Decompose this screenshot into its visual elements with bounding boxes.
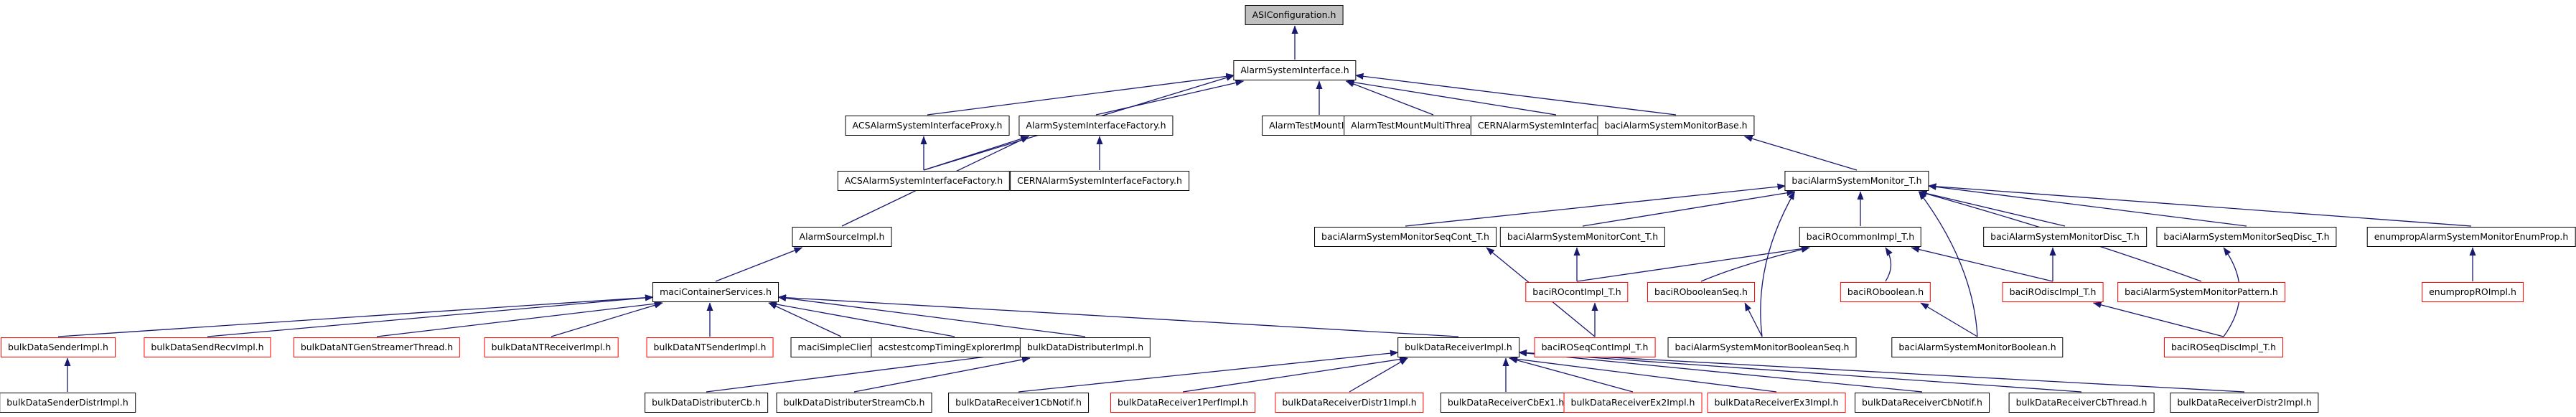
node-bacirocommonimpl-t-h[interactable]: baciROcommonImpl_T.h [1799, 227, 1922, 247]
node-bulkdatareceivercbthread-h[interactable]: bulkDataReceiverCbThread.h [2008, 393, 2155, 413]
node-bacialarmsystemmonitorbooleanseq-h[interactable]: baciAlarmSystemMonitorBooleanSeq.h [1667, 337, 1857, 357]
node-bacialarmsystemmonitorseqdisc-t-h[interactable]: baciAlarmSystemMonitorSeqDisc_T.h [2156, 227, 2337, 247]
node-baciroseqcontimpl-t-h[interactable]: baciROSeqContImpl_T.h [1534, 337, 1656, 357]
node-bulkdatantgenstreamerthread-h[interactable]: bulkDataNTGenStreamerThread.h [293, 337, 461, 357]
node-bulkdatareceiver1perfimpl-h[interactable]: bulkDataReceiver1PerfImpl.h [1110, 393, 1255, 413]
node-bulkdatadistributercb-h[interactable]: bulkDataDistributerCb.h [645, 393, 768, 413]
node-bacialarmsystemmonitorpattern-h[interactable]: baciAlarmSystemMonitorPattern.h [2117, 282, 2285, 302]
node-cernalarmsysteminterfacefactory-h[interactable]: CERNAlarmSystemInterfaceFactory.h [1010, 171, 1189, 191]
node-bacialarmsystemmonitor-t-h[interactable]: baciAlarmSystemMonitor_T.h [1784, 171, 1929, 191]
node-acsalarmsysteminterfaceproxy-h[interactable]: ACSAlarmSystemInterfaceProxy.h [845, 116, 1010, 136]
node-bulkdatareceivercbex1-h[interactable]: bulkDataReceiverCbEx1.h [1440, 393, 1572, 413]
node-alarmsysteminterface-h[interactable]: AlarmSystemInterface.h [1233, 60, 1357, 80]
node-alarmsysteminterfacefactory-h[interactable]: AlarmSystemInterfaceFactory.h [1018, 116, 1174, 136]
node-bulkdatadistributerstreamcb-h[interactable]: bulkDataDistributerStreamCb.h [776, 393, 932, 413]
node-bacialarmsystemmonitorboolean-h[interactable]: baciAlarmSystemMonitorBoolean.h [1891, 337, 2064, 357]
node-bulkdatareceiverdistr1impl-h[interactable]: bulkDataReceiverDistr1Impl.h [1275, 393, 1424, 413]
node-bulkdatareceiver1cbnotif-h[interactable]: bulkDataReceiver1CbNotif.h [948, 393, 1089, 413]
node-bacirodiscimpl-t-h[interactable]: baciROdiscImpl_T.h [2002, 282, 2104, 302]
node-bulkdatasendrecvimpl-h[interactable]: bulkDataSendRecvImpl.h [144, 337, 271, 357]
node-baciroseqdiscimpl-t-h[interactable]: baciROSeqDiscImpl_T.h [2163, 337, 2284, 357]
node-bacirobooleanseq-h[interactable]: baciRObooleanSeq.h [1647, 282, 1755, 302]
node-alarmsourceimpl-h[interactable]: AlarmSourceImpl.h [792, 227, 892, 247]
node-bulkdatareceiverex3impl-h[interactable]: bulkDataReceiverEx3Impl.h [1707, 393, 1846, 413]
node-bacirocontimpl-t-h[interactable]: baciROcontImpl_T.h [1525, 282, 1629, 302]
node-bacialarmsystemmonitorseqcont-t-h[interactable]: baciAlarmSystemMonitorSeqCont_T.h [1314, 227, 1497, 247]
node-acsalarmsysteminterfacefactory-h[interactable]: ACSAlarmSystemInterfaceFactory.h [837, 171, 1011, 191]
node-acstestcomptimingexplorerimpl-h[interactable]: acstestcompTimingExplorerImpl.h [871, 337, 1039, 357]
node-bulkdatadistributerimpl-h[interactable]: bulkDataDistributerImpl.h [1019, 337, 1151, 357]
node-asiconfiguration-h: ASIConfiguration.h [1245, 5, 1344, 25]
node-bacialarmsystemmonitordisc-t-h[interactable]: baciAlarmSystemMonitorDisc_T.h [1983, 227, 2147, 247]
node-bulkdatantreceiverimpl-h[interactable]: bulkDataNTReceiverImpl.h [484, 337, 619, 357]
node-enumpropalarmsystemmonitorenumprop-h[interactable]: enumpropAlarmSystemMonitorEnumProp.h [2366, 227, 2576, 247]
node-bulkdatantsenderimpl-h[interactable]: bulkDataNTSenderImpl.h [646, 337, 774, 357]
node-baciroboolean-h[interactable]: baciROboolean.h [1840, 282, 1931, 302]
node-macicontainerservices-h[interactable]: maciContainerServices.h [652, 282, 779, 302]
node-bulkdatareceiverex2impl-h[interactable]: bulkDataReceiverEx2Impl.h [1563, 393, 1702, 413]
node-bacialarmsystemmonitorbase-h[interactable]: baciAlarmSystemMonitorBase.h [1597, 116, 1755, 136]
node-bulkdatasenderdistrimpl-h[interactable]: bulkDataSenderDistrImpl.h [0, 393, 136, 413]
node-bulkdatareceiverimpl-h[interactable]: bulkDataReceiverImpl.h [1397, 337, 1519, 357]
node-bulkdatasenderimpl-h[interactable]: bulkDataSenderImpl.h [1, 337, 116, 357]
node-enumproproimpl-h[interactable]: enumpropROImpl.h [2422, 282, 2524, 302]
node-bacialarmsystemmonitorcont-t-h[interactable]: baciAlarmSystemMonitorCont_T.h [1499, 227, 1666, 247]
node-bulkdatareceivercbnotif-h[interactable]: bulkDataReceiverCbNotif.h [1855, 393, 1990, 413]
node-bulkdatareceiverdistr2impl-h[interactable]: bulkDataReceiverDistr2Impl.h [2170, 393, 2319, 413]
